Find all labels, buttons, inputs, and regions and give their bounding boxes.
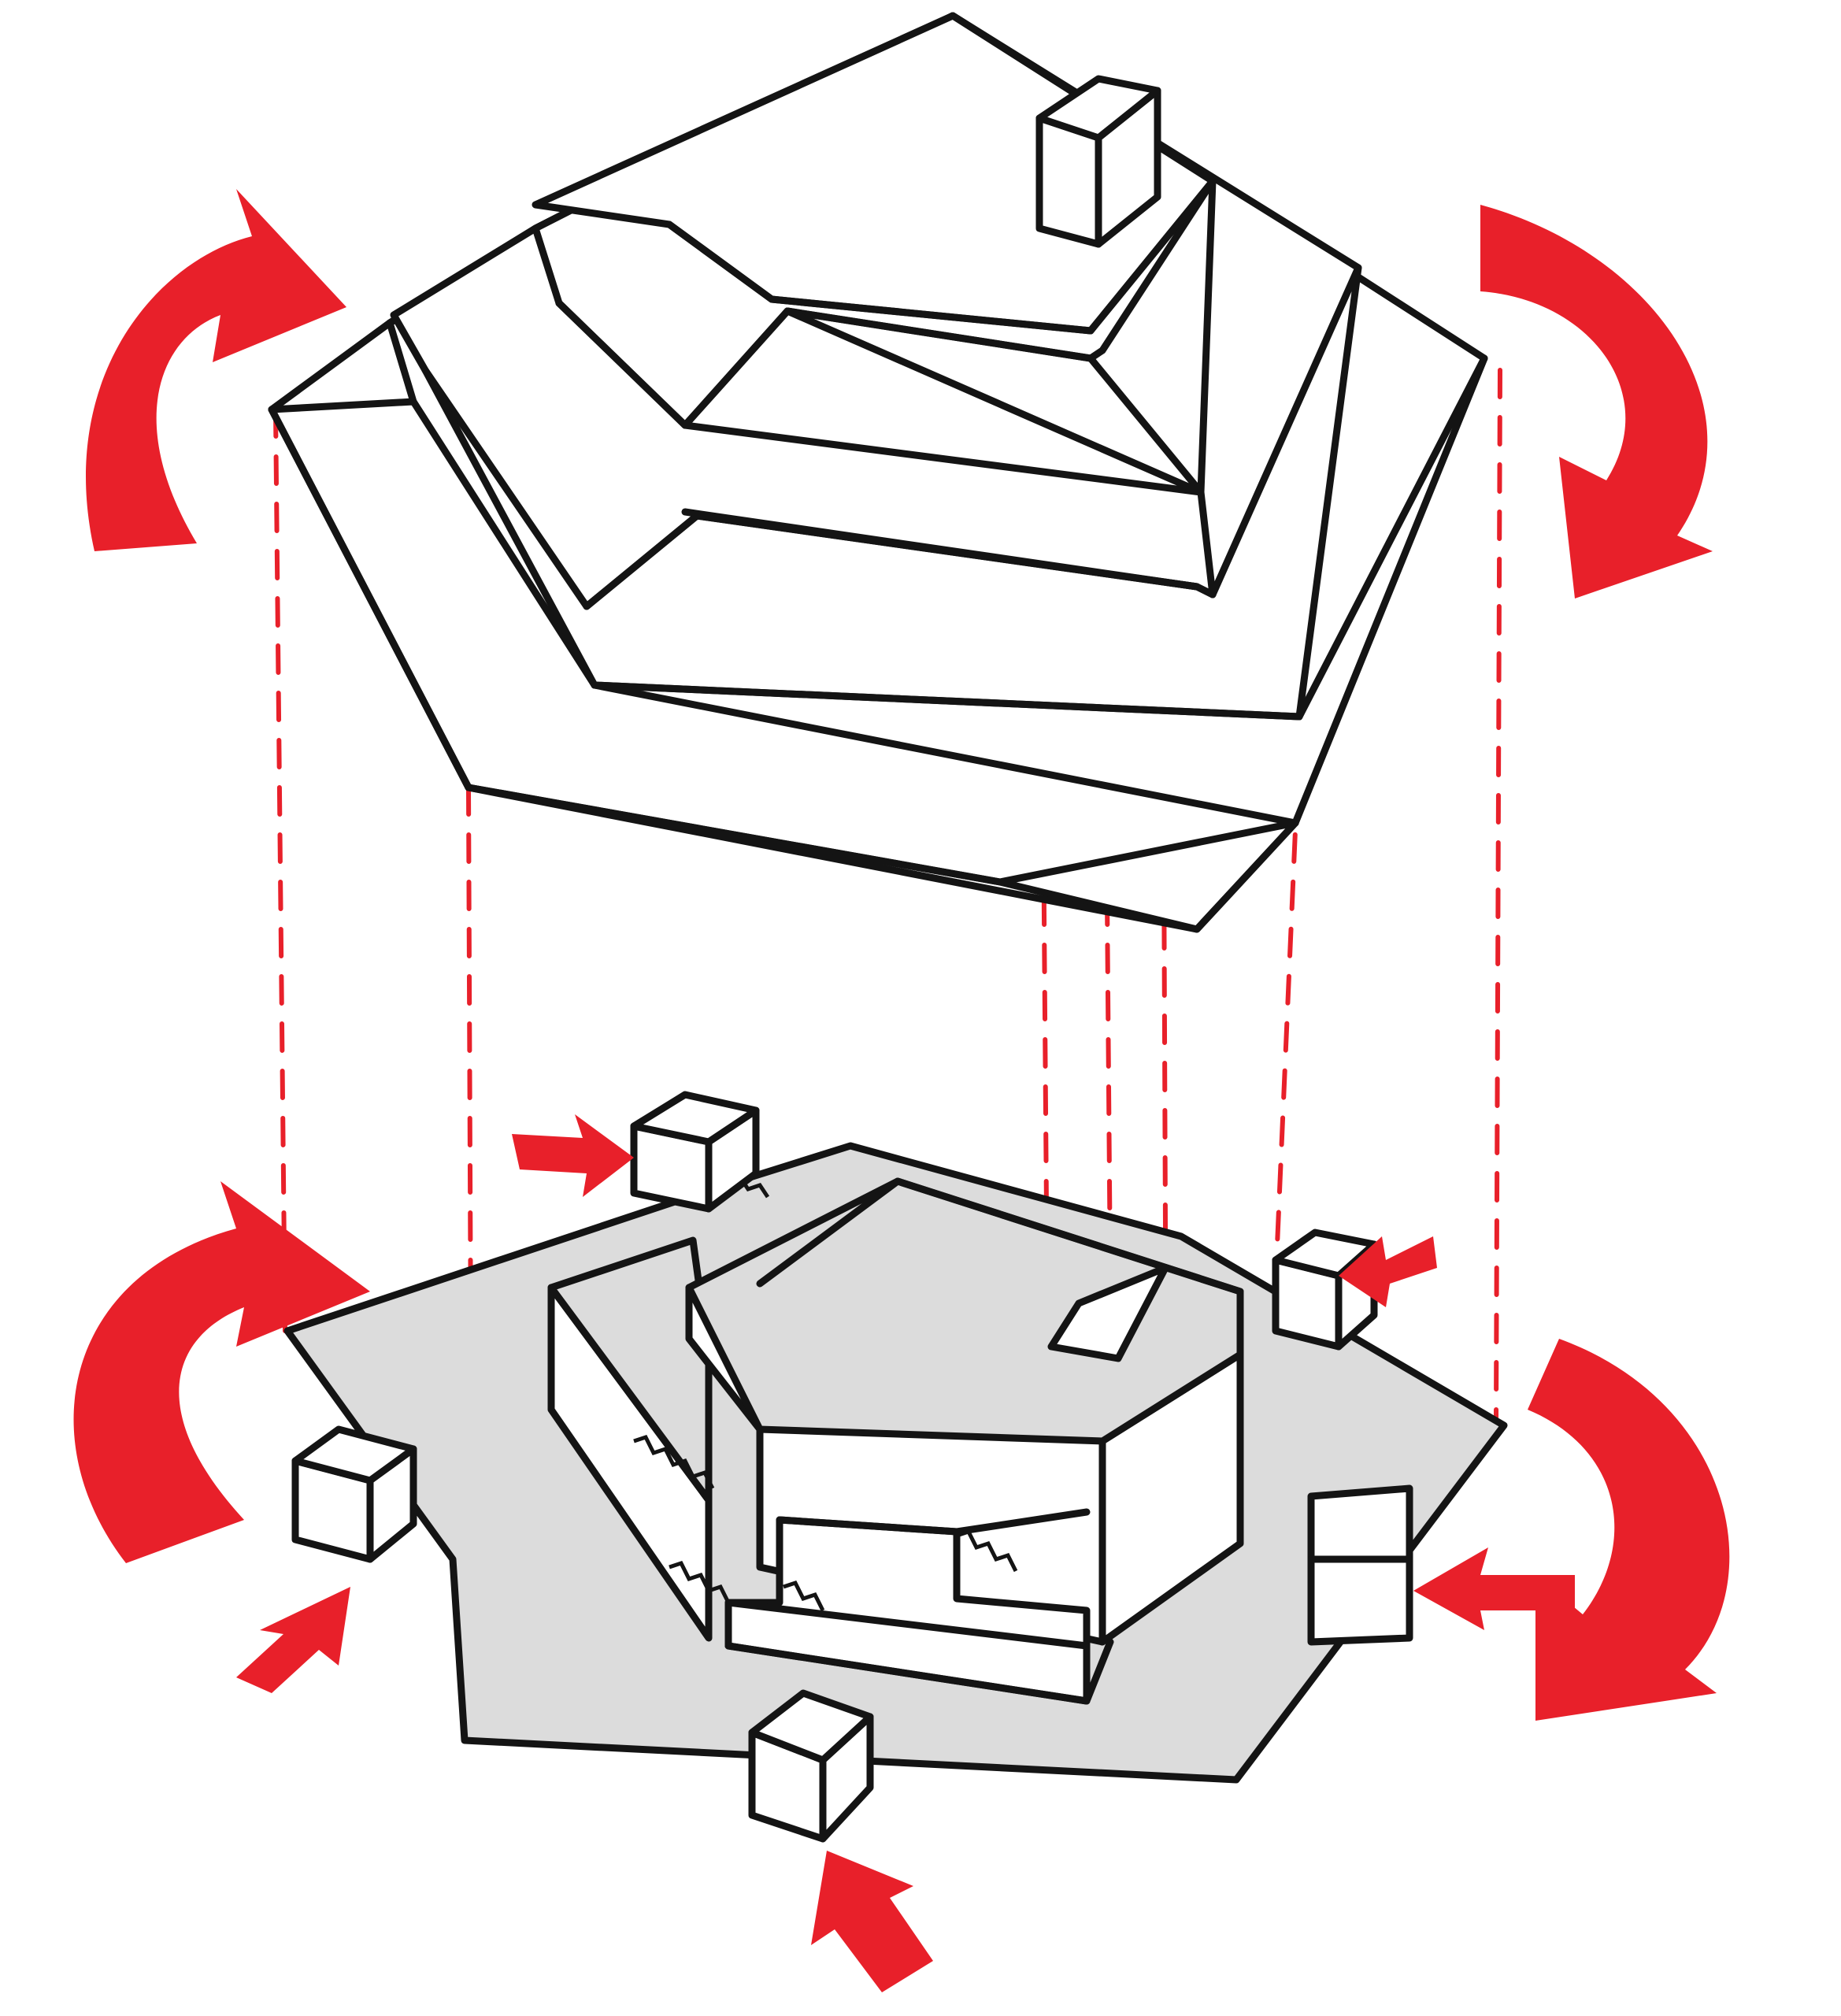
corner-block-top xyxy=(630,1091,760,1213)
rotation-arrow-lower-left xyxy=(73,1181,370,1563)
entry-arrow-right-upper xyxy=(1339,1236,1437,1307)
corner-block-left xyxy=(291,1425,417,1563)
roof-step-line-3 xyxy=(783,307,1205,496)
lower-base-line xyxy=(724,1638,1114,1705)
central-tower-roof-line xyxy=(756,1177,1244,1295)
rotation-arrow-upper-left xyxy=(86,189,347,551)
corner-block-top-cap xyxy=(630,1091,760,1146)
roof-slab-lower-edge xyxy=(465,784,1299,933)
roof-step-line-1 xyxy=(591,681,1299,827)
entry-arrow-top xyxy=(512,1114,634,1197)
entry-arrows xyxy=(236,1114,1575,1992)
roof-slab-edge xyxy=(268,406,1299,886)
corner-block-right-lower xyxy=(1307,1484,1413,1646)
projection-line-right-outer xyxy=(1494,368,1502,1420)
corner-block-right-lower-front xyxy=(1307,1484,1413,1646)
corner-block-bottom xyxy=(748,1689,874,1843)
stepped-roof xyxy=(268,12,1488,933)
stair-right xyxy=(956,1529,1018,1573)
roof-tier-1-inner xyxy=(386,319,417,406)
roof-tier-2-edge xyxy=(421,264,1362,721)
stair-left-1 xyxy=(633,1434,715,1490)
roof-tier-4-edge xyxy=(665,177,1217,335)
lower-terrace-line xyxy=(776,1508,1091,1536)
entry-arrow-right xyxy=(1413,1547,1575,1630)
rotation-arrows xyxy=(73,189,1730,1721)
roof-block xyxy=(1035,75,1161,248)
entry-arrow-bottom xyxy=(811,1851,933,1992)
roof-block-top xyxy=(1035,75,1161,142)
rotation-arrow-lower-right xyxy=(1528,1339,1730,1721)
projection-line-left-outer xyxy=(273,407,287,1333)
roof-tier-3-edge xyxy=(555,177,1217,496)
skylight xyxy=(1047,1264,1169,1362)
entry-arrow-left xyxy=(236,1587,350,1693)
corner-block-bottom-cap xyxy=(748,1689,874,1764)
corner-block-left-cap xyxy=(291,1425,417,1484)
rotation-arrow-upper-right xyxy=(1480,205,1713,598)
roof-step-line-2 xyxy=(681,508,1201,591)
building-mass xyxy=(547,1175,1244,1705)
stair-left-2 xyxy=(669,1560,731,1604)
stair-mid xyxy=(783,1580,825,1612)
stairs xyxy=(633,1175,1018,1612)
projection-line-left-inner xyxy=(466,785,475,1743)
